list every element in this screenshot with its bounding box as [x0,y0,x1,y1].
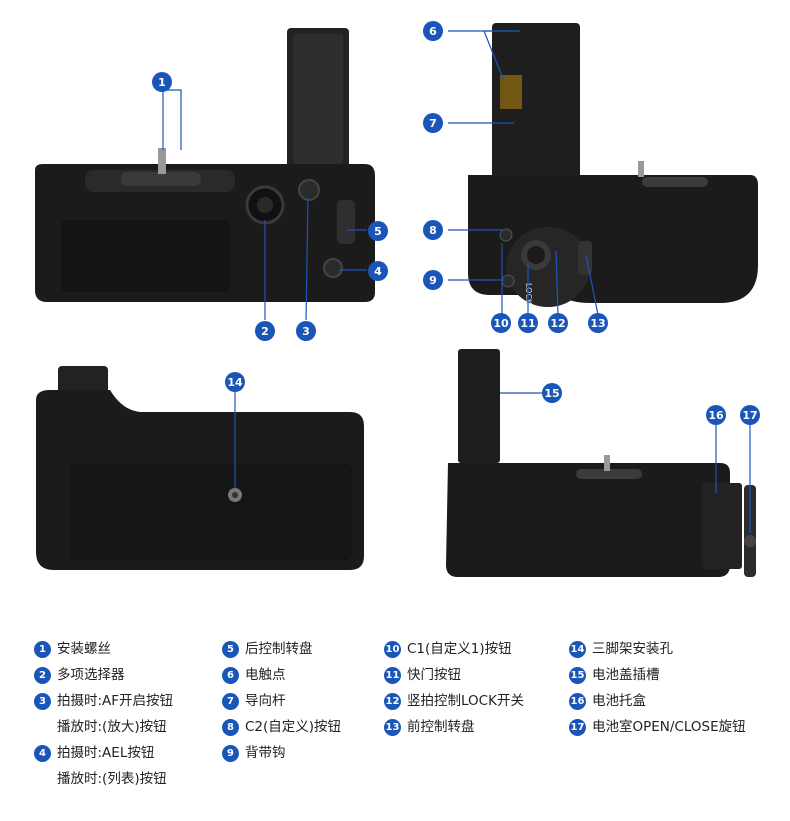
legend-label-3: 拍摄时:AF开启按钮 [57,693,174,709]
legend-number-4: 4 [34,745,51,762]
legend-number-10: 10 [384,641,401,658]
legend-number-14: 14 [569,641,586,658]
grip-front-view: LOCK [420,15,780,335]
legend-label-15: 电池盖插槽 [592,667,660,683]
legend-item-16: 16 电池托盒 [569,692,646,710]
legend-number-13: 13 [384,719,401,736]
callout-3: 3 [296,321,316,341]
parts-legend: 1 安装螺丝 2 多项选择器 3 拍摄时:AF开启按钮 播放时:(放大)按钮 4… [0,636,790,816]
legend-item-14: 14 三脚架安装孔 [569,640,673,658]
legend-number-15: 15 [569,667,586,684]
legend-label-16: 电池托盒 [592,693,646,709]
legend-number-7: 7 [222,693,239,710]
legend-label-8: C2(自定义)按钮 [245,719,342,735]
callout-4: 4 [368,261,388,281]
legend-number-9: 9 [222,745,239,762]
legend-label-1: 安装螺丝 [57,641,111,657]
legend-item-4: 4 拍摄时:AEL按钮 [34,744,154,762]
legend-label-17: 电池室OPEN/CLOSE旋钮 [592,719,746,735]
legend-item-17: 17 电池室OPEN/CLOSE旋钮 [569,718,746,736]
grip-back-illustration [35,28,375,321]
callout-16: 16 [706,405,726,425]
callout-9: 9 [423,270,443,290]
legend-label-11: 快门按钮 [407,667,461,683]
legend-number-5: 5 [222,641,239,658]
legend-label-7: 导向杆 [245,693,286,709]
legend-item-8: 8 C2(自定义)按钮 [222,718,341,736]
legend-label-9: 背带钩 [245,745,286,761]
legend-label-3b: 播放时:(放大)按钮 [57,719,167,735]
legend-item-10: 10 C1(自定义1)按钮 [384,640,512,658]
legend-item-1: 1 安装螺丝 [34,640,111,658]
legend-number-8: 8 [222,719,239,736]
legend-item-6: 6 电触点 [222,666,286,684]
grip-bottom-view [30,360,375,585]
callout-2: 2 [255,321,275,341]
legend-number-3: 3 [34,693,51,710]
callout-6: 6 [423,21,443,41]
callout-10: 10 [491,313,511,333]
legend-number-17: 17 [569,719,586,736]
legend-label-12: 竖拍控制LOCK开关 [407,693,524,709]
callout-5: 5 [368,221,388,241]
callout-17: 17 [740,405,760,425]
legend-label-13: 前控制转盘 [407,719,475,735]
legend-item-9: 9 背带钩 [222,744,286,762]
legend-number-1: 1 [34,641,51,658]
grip-front-illustration: LOCK [448,23,758,316]
callout-14: 14 [225,372,245,392]
callout-1: 1 [152,72,172,92]
legend-number-11: 11 [384,667,401,684]
legend-label-14: 三脚架安装孔 [592,641,673,657]
legend-number-16: 16 [569,693,586,710]
legend-number-2: 2 [34,667,51,684]
callout-12: 12 [548,313,568,333]
legend-item-15: 15 电池盖插槽 [569,666,660,684]
legend-label-4: 拍摄时:AEL按钮 [57,745,155,761]
legend-label-6: 电触点 [245,667,286,683]
callout-15: 15 [542,383,562,403]
legend-label-5: 后控制转盘 [245,641,313,657]
legend-item-3: 3 拍摄时:AF开启按钮 [34,692,173,710]
legend-item-2: 2 多项选择器 [34,666,125,684]
legend-item-13: 13 前控制转盘 [384,718,475,736]
grip-back-view [25,20,385,340]
legend-label-2: 多项选择器 [57,667,125,683]
legend-item-7: 7 导向杆 [222,692,286,710]
legend-item-11: 11 快门按钮 [384,666,461,684]
legend-label-4b: 播放时:(列表)按钮 [57,771,167,787]
grip-bottom-illustration [36,366,364,570]
legend-number-12: 12 [384,693,401,710]
callout-8: 8 [423,220,443,240]
legend-item-5: 5 后控制转盘 [222,640,313,658]
grip-side-view [440,345,780,585]
callout-7: 7 [423,113,443,133]
callout-13: 13 [588,313,608,333]
grip-side-illustration [446,349,756,577]
legend-item-12: 12 竖拍控制LOCK开关 [384,692,524,710]
legend-number-6: 6 [222,667,239,684]
legend-label-10: C1(自定义1)按钮 [407,641,512,657]
callout-11: 11 [518,313,538,333]
